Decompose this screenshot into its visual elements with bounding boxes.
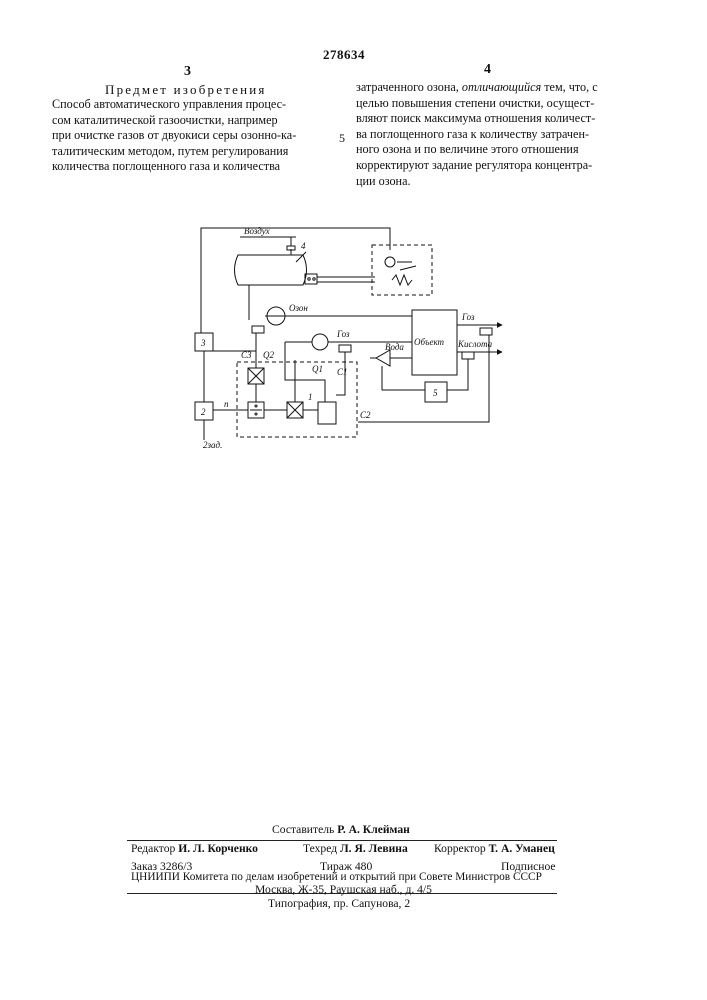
techred-name: Л. Я. Левина (340, 842, 408, 855)
ozone-sensor (252, 326, 264, 333)
claim-line: ции озона. (356, 174, 632, 190)
outlet-gas-sensor (480, 328, 492, 335)
label-block-4: 4 (301, 241, 306, 251)
line-number-marker: 5 (339, 131, 345, 146)
claim-fragment: тем, что, с (544, 80, 597, 94)
label-c2: C2 (360, 410, 371, 420)
label-water: Вода (385, 342, 404, 352)
gas-flowmeter (312, 334, 328, 350)
claim-line: корректируют задание регулятора концентр… (356, 158, 632, 174)
claim-line: при очистке газов от двуокиси серы озонн… (52, 128, 327, 144)
claim-line: сом каталитической газоочистки, например (52, 113, 327, 129)
printing-line: Типография, пр. Сапунова, 2 (268, 896, 410, 911)
editor-line: Редактор И. Л. Корченко (131, 841, 258, 856)
label-acid: Кислота (457, 339, 493, 349)
label-gas-out: Гоз (461, 312, 475, 322)
label-setpoint: 2зад. (203, 440, 222, 450)
label-air: Воздух (244, 226, 270, 236)
column-number-right: 4 (484, 62, 491, 78)
supply-indicator (385, 257, 395, 267)
corrector-line: Корректор Т. А. Уманец (434, 841, 555, 856)
address-line: Москва, Ж-35, Раушская наб., д. 4/5 (255, 882, 432, 897)
section-title: Предмет изобретения (105, 82, 267, 98)
corrector-label: Корректор (434, 842, 486, 855)
claim-line: талитическим методом, путем регулировани… (52, 144, 327, 160)
compiler-label: Составитель (272, 823, 334, 836)
summator-block (318, 402, 336, 424)
compiler-name: Р. А. Клейман (337, 823, 410, 836)
label-object: Объект (414, 337, 445, 347)
label-q2: Q2 (263, 350, 274, 360)
label-n: n (224, 399, 229, 409)
ozone-generator-tank (235, 255, 307, 285)
label-block-1: 1 (308, 392, 313, 402)
column-number-left: 3 (184, 64, 191, 80)
claim-line: ва поглощенного газа к количеству затрач… (356, 127, 632, 143)
claim-line: вляют поиск максимума отношения количест… (356, 111, 632, 127)
claim-line: Способ автоматического управления процес… (52, 97, 327, 113)
techred-label: Техред (303, 842, 337, 855)
claim-line: количества поглощенного газа и количеств… (52, 159, 327, 175)
editor-name: И. Л. Корченко (178, 842, 258, 855)
label-gas-in: Гоз (336, 329, 350, 339)
label-block-5: 5 (433, 388, 438, 398)
water-valve (370, 350, 390, 366)
label-c3: C3 (241, 350, 252, 360)
gas-sensor (339, 345, 351, 352)
corrector-name: Т. А. Уманец (489, 842, 555, 855)
label-block-2: 2 (201, 407, 206, 417)
claim-fragment: затраченного озона, (356, 80, 459, 94)
claim-line: затраченного озона, отличающийся тем, чт… (356, 80, 632, 96)
claim-line: целью повышения степени очистки, осущест… (356, 96, 632, 112)
claim-text-right: затраченного озона, отличающийся тем, чт… (356, 80, 632, 189)
editor-label: Редактор (131, 842, 175, 855)
claim-text-left: Способ автоматического управления процес… (52, 97, 327, 175)
label-q1: Q1 (312, 364, 323, 374)
compiler-line: Составитель Р. А. Клейман (272, 822, 410, 837)
label-ozone: Озон (289, 303, 308, 313)
label-c1: C1 (337, 367, 348, 377)
divider (127, 893, 557, 894)
techred-line: Техред Л. Я. Левина (303, 841, 408, 856)
patent-number: 278634 (323, 47, 365, 63)
process-control-diagram: Воздух 4 Озон Гоз Гоз Вода Кислота Объек… (180, 215, 520, 455)
label-block-3: 3 (200, 338, 206, 348)
resistor-symbol (392, 275, 412, 285)
claim-emphasis: отличающийся (462, 80, 541, 94)
acid-sensor (462, 352, 474, 359)
claim-line: ного озона и по величине этого отношения (356, 142, 632, 158)
